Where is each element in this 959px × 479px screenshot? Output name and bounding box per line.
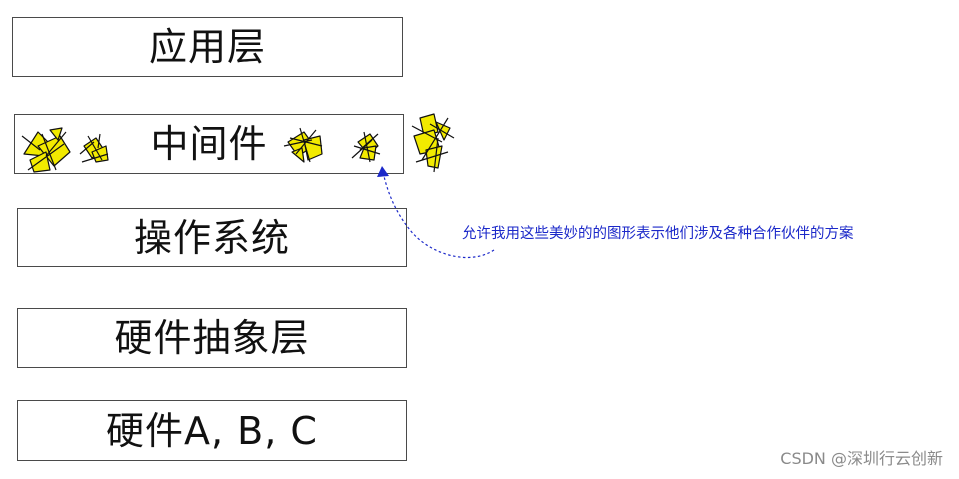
hardware-abstraction-layer-box: 硬件抽象层 xyxy=(17,308,407,368)
application-layer-label: 应用层 xyxy=(148,25,266,69)
partner-sprite-icon xyxy=(351,131,381,163)
partner-sprite-icon xyxy=(21,127,71,173)
watermark-text: CSDN @深圳行云创新 xyxy=(780,449,943,468)
middleware-layer-label: 中间件 xyxy=(150,122,268,166)
annotation-text: 允许我用这些美妙的的图形表示他们涉及各种合作伙伴的方案 xyxy=(462,226,854,242)
partner-sprite-icon xyxy=(79,133,109,163)
partner-sprite-icon xyxy=(283,127,323,163)
application-layer-box: 应用层 xyxy=(12,17,403,77)
middleware-layer-box: 中间件 xyxy=(14,114,404,174)
partner-sprite-icon xyxy=(411,113,455,173)
hardware-abstraction-layer-label: 硬件抽象层 xyxy=(114,316,310,360)
operating-system-layer-label: 操作系统 xyxy=(133,215,290,260)
operating-system-layer-box: 操作系统 xyxy=(17,208,407,267)
hardware-layer-label: 硬件A, B, C xyxy=(106,408,318,453)
hardware-layer-box: 硬件A, B, C xyxy=(17,400,407,461)
